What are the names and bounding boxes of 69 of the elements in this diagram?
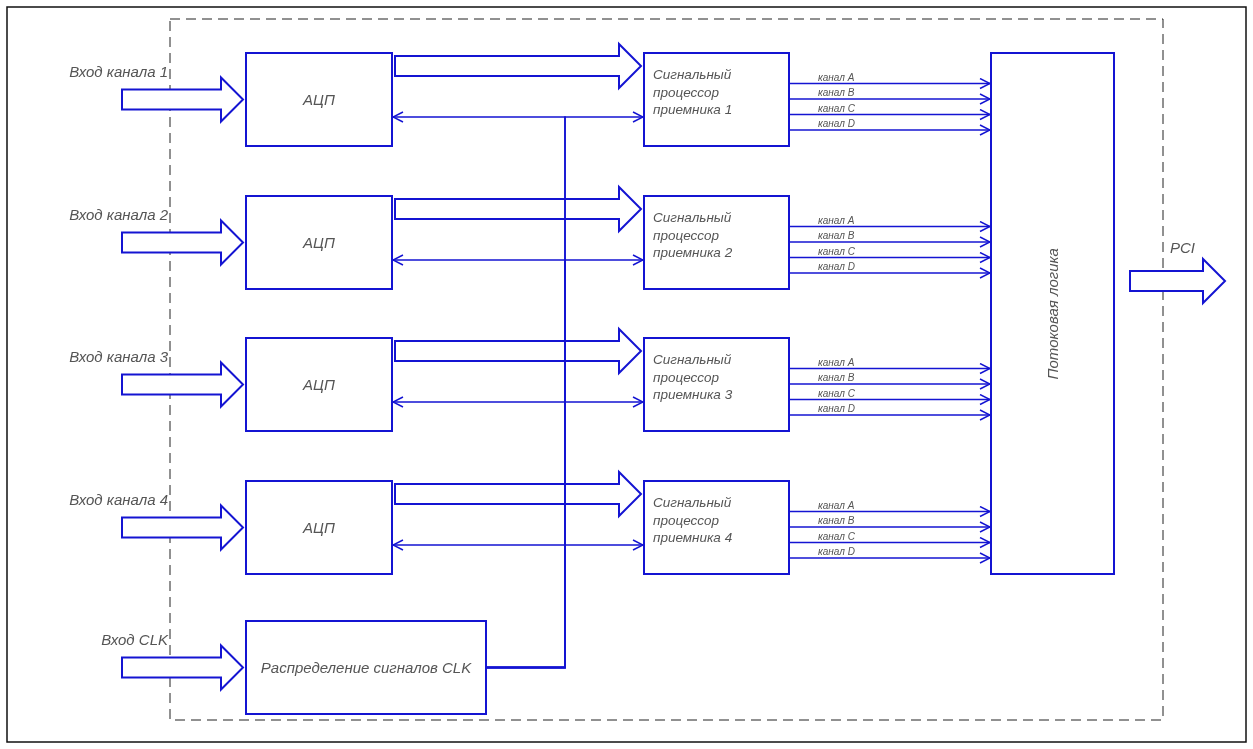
arrow (789, 378, 991, 390)
arrow (789, 93, 991, 105)
arrow (789, 552, 991, 564)
edge-label: Вход канала 4 (69, 491, 168, 507)
edge-label: канал A (818, 72, 855, 83)
edge-label: канал D (818, 404, 855, 414)
hollow-arrow (121, 75, 245, 124)
block-label: Сигнальный процессор приемника 2 (652, 209, 734, 263)
arrow (789, 409, 991, 421)
block-label: АЦП (303, 517, 335, 538)
hollow-arrow (394, 326, 643, 376)
edge-label: канал C (818, 103, 855, 114)
adc-block (245, 480, 393, 575)
edge-label: канал D (818, 547, 855, 557)
block-label: Потоковая логика (1042, 247, 1062, 380)
block-label: Сигнальный процессор приемника 4 (652, 494, 734, 548)
adc-block (245, 337, 393, 432)
arrow (789, 77, 991, 90)
hollow-arrow (121, 360, 245, 409)
edge-label: канал C (818, 246, 855, 257)
hollow-arrow (1129, 256, 1227, 306)
edge-label: канал D (818, 119, 855, 129)
hollow-arrow (394, 184, 643, 234)
edge-label: канал A (818, 357, 855, 368)
adc-block (245, 195, 393, 290)
arrow (789, 220, 991, 233)
arrow (789, 236, 991, 248)
processor-block (643, 195, 790, 290)
edge-label: PCI (1170, 240, 1195, 255)
block-label: АЦП (303, 374, 335, 395)
edge-label: канал B (818, 231, 855, 241)
hollow-arrow (394, 469, 643, 519)
arrow (789, 536, 991, 549)
logic-block (990, 52, 1115, 575)
edge-label: канал A (818, 500, 855, 511)
arrow (789, 505, 991, 518)
edge-label: Вход CLK (101, 631, 168, 647)
block-label: Сигнальный процессор приемника 1 (652, 66, 734, 120)
edge-label: канал C (818, 531, 855, 542)
edge-label: канал A (818, 215, 855, 226)
edge-label: канал B (818, 516, 855, 526)
arrow (789, 393, 991, 406)
block-label: АЦП (303, 89, 335, 110)
arrow (789, 251, 991, 264)
edge-label: Вход канала 2 (69, 206, 168, 222)
block-label: Распределение сигналов CLK (260, 657, 472, 678)
arrow (789, 521, 991, 533)
arrow (789, 267, 991, 279)
arrow (486, 539, 644, 669)
edge-label: канал B (818, 373, 855, 383)
edge-label: Вход канала 3 (69, 348, 168, 364)
hollow-arrow (121, 503, 245, 552)
arrow (789, 108, 991, 121)
arrow (789, 362, 991, 375)
arrow (789, 124, 991, 136)
hollow-arrow (394, 41, 643, 91)
edge-label: канал B (818, 88, 855, 98)
processor-block (643, 52, 790, 147)
hollow-arrow (121, 218, 245, 267)
processor-block (643, 337, 790, 432)
edge-label: канал C (818, 388, 855, 399)
hollow-arrow (121, 643, 245, 692)
processor-block (643, 480, 790, 575)
adc-block (245, 52, 393, 147)
edge-label: канал D (818, 262, 855, 272)
edge-label: Вход канала 1 (69, 63, 168, 79)
clock-block (245, 620, 487, 715)
block-label: Сигнальный процессор приемника 3 (652, 351, 734, 405)
block-label: АЦП (303, 232, 335, 253)
